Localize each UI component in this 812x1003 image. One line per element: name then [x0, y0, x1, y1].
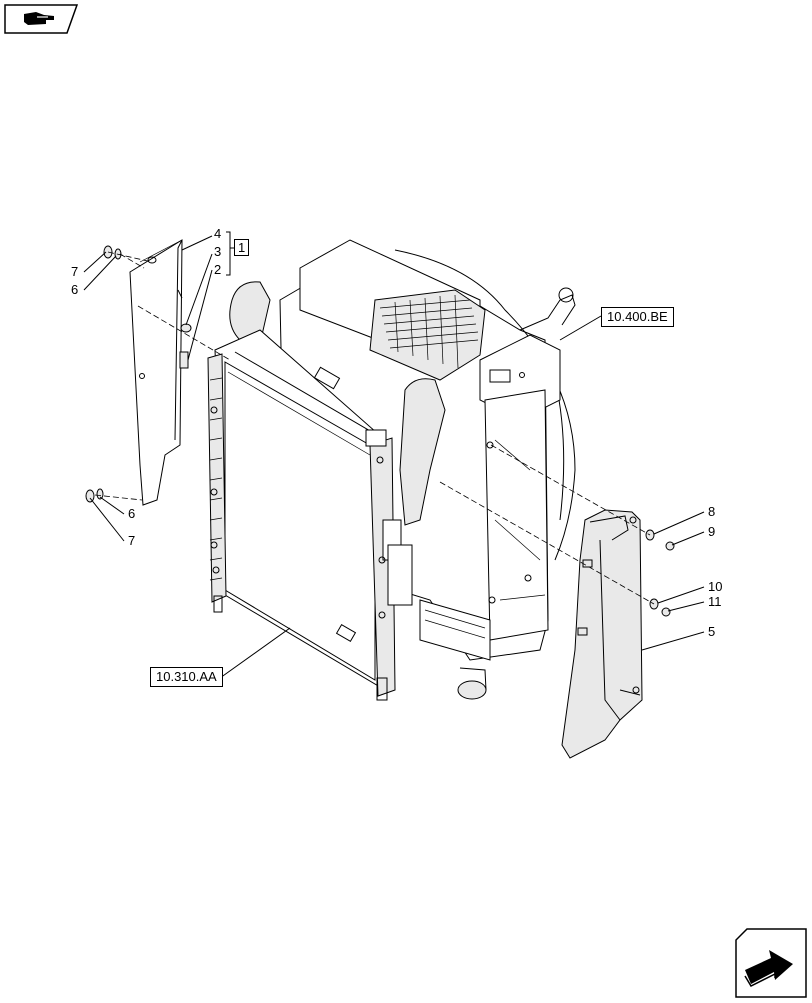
callout-6-bottom: 6 — [128, 506, 136, 521]
back-navigation-tab[interactable] — [4, 4, 79, 34]
callout-8: 8 — [708, 504, 716, 519]
reference-10-400-be[interactable]: 10.400.BE — [601, 307, 674, 327]
leader-lines — [83, 231, 705, 679]
hand-pointer-icon — [4, 4, 79, 34]
callout-2: 2 — [214, 262, 222, 277]
callout-7-top: 7 — [71, 264, 79, 279]
callout-4: 4 — [214, 226, 222, 241]
callout-5: 5 — [708, 624, 716, 639]
reference-10-310-aa[interactable]: 10.310.AA — [150, 667, 223, 687]
arrow-next-icon — [735, 928, 807, 998]
right-side-shield — [561, 509, 643, 759]
callout-11: 11 — [708, 594, 722, 609]
callout-10: 10 — [708, 579, 723, 594]
callout-3: 3 — [214, 244, 222, 259]
callout-9: 9 — [708, 524, 716, 539]
callout-6-top: 6 — [71, 282, 79, 297]
group-marker-1: 1 — [234, 239, 250, 256]
left-side-shield — [129, 239, 192, 506]
callout-7-bottom: 7 — [128, 533, 136, 548]
radiator-core — [207, 329, 413, 701]
assembly-lines — [94, 251, 655, 605]
next-page-button[interactable] — [735, 928, 807, 998]
